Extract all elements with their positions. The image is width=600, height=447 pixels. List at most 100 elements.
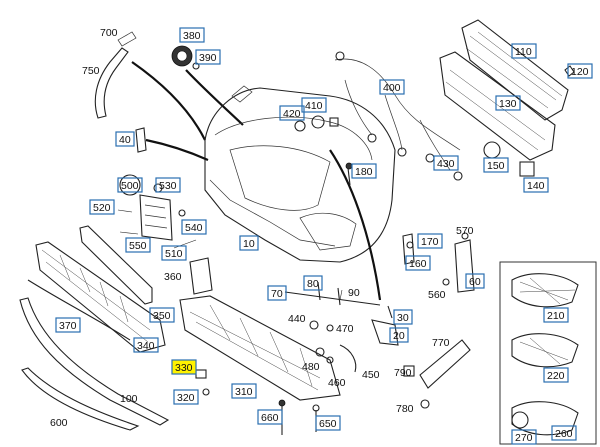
svg-text:540: 540 [185, 222, 203, 234]
svg-text:520: 520 [93, 202, 111, 214]
label-700: 700 [100, 27, 118, 39]
svg-text:510: 510 [165, 248, 183, 260]
bracket-770 [403, 339, 471, 409]
svg-text:390: 390 [199, 52, 217, 64]
label-220[interactable]: 220 [543, 367, 569, 383]
label-600: 600 [50, 417, 68, 429]
label-60[interactable]: 60 [465, 273, 485, 289]
chrome-strip-600 [19, 297, 170, 431]
svg-text:530: 530 [159, 180, 177, 192]
label-150[interactable]: 150 [483, 157, 509, 173]
label-660[interactable]: 660 [257, 409, 283, 425]
svg-text:120: 120 [571, 66, 589, 78]
trim-strip-750 [94, 31, 137, 119]
label-130[interactable]: 130 [495, 95, 521, 111]
svg-text:410: 410 [305, 100, 323, 112]
label-780: 780 [396, 403, 414, 415]
label-510[interactable]: 510 [161, 245, 187, 261]
label-350[interactable]: 350 [149, 307, 175, 323]
label-320[interactable]: 320 [173, 389, 199, 405]
bracket-510 [173, 239, 197, 249]
label-260[interactable]: 260 [551, 425, 577, 441]
svg-text:270: 270 [515, 432, 533, 444]
label-380[interactable]: 380 [179, 27, 205, 43]
clip-20 [371, 305, 399, 346]
label-560: 560 [428, 289, 446, 301]
harness-400 [334, 51, 463, 181]
label-520[interactable]: 520 [89, 199, 115, 215]
strip-450 [339, 344, 357, 373]
label-410[interactable]: 410 [301, 97, 327, 113]
label-650[interactable]: 650 [315, 415, 341, 431]
label-400[interactable]: 400 [379, 79, 405, 95]
svg-text:380: 380 [183, 30, 201, 42]
svg-text:420: 420 [283, 108, 301, 120]
bracket-40 [135, 127, 147, 153]
label-310[interactable]: 310 [231, 383, 257, 399]
label-10[interactable]: 10 [239, 235, 259, 251]
svg-text:430: 430 [437, 158, 455, 170]
svg-text:210: 210 [547, 310, 565, 322]
svg-text:60: 60 [469, 276, 481, 288]
label-390[interactable]: 390 [195, 49, 221, 65]
svg-text:110: 110 [515, 46, 532, 58]
label-440: 440 [288, 313, 306, 325]
svg-text:150: 150 [487, 160, 505, 172]
svg-text:130: 130 [499, 98, 517, 110]
label-770: 770 [432, 337, 450, 349]
svg-text:170: 170 [421, 236, 439, 248]
label-340[interactable]: 340 [133, 337, 159, 353]
label-20[interactable]: 20 [389, 327, 409, 343]
label-550[interactable]: 550 [125, 237, 151, 253]
svg-text:350: 350 [153, 310, 171, 322]
svg-text:140: 140 [527, 180, 545, 192]
svg-text:660: 660 [261, 412, 279, 424]
bumper-cover-10 [204, 85, 396, 263]
label-80[interactable]: 80 [303, 275, 323, 291]
label-790: 790 [394, 367, 412, 379]
label-480: 480 [302, 361, 320, 373]
fasteners-center [309, 289, 343, 364]
label-170[interactable]: 170 [417, 233, 443, 249]
label-430[interactable]: 430 [433, 155, 459, 171]
inset-panel [499, 261, 597, 445]
label-210[interactable]: 210 [543, 307, 569, 323]
arrow-emblem [185, 69, 244, 126]
label-180[interactable]: 180 [351, 163, 377, 179]
undertray-310 [179, 295, 341, 401]
bracket-360 [189, 257, 213, 295]
svg-text:370: 370 [59, 320, 77, 332]
svg-text:500: 500 [121, 180, 139, 192]
label-370[interactable]: 370 [55, 317, 81, 333]
label-110[interactable]: 110 [511, 43, 537, 59]
svg-text:40: 40 [119, 134, 131, 146]
label-500[interactable]: 500 [117, 177, 143, 193]
label-40[interactable]: 40 [115, 131, 135, 147]
sensor-160 [402, 233, 415, 265]
label-450: 450 [362, 369, 380, 381]
svg-text:340: 340 [137, 340, 155, 352]
label-540[interactable]: 540 [181, 219, 207, 235]
label-140[interactable]: 140 [523, 177, 549, 193]
label-530[interactable]: 530 [155, 177, 181, 193]
arrow-trim [131, 61, 206, 141]
label-270[interactable]: 270 [511, 429, 537, 445]
label-30[interactable]: 30 [393, 309, 413, 325]
arrow-bumper-lower [329, 149, 382, 301]
label-120[interactable]: 120 [567, 63, 593, 79]
label-90: 90 [348, 287, 360, 299]
rod-70 [284, 281, 381, 306]
svg-text:10: 10 [243, 238, 255, 250]
svg-text:320: 320 [177, 392, 195, 404]
label-330[interactable]: 330 [171, 359, 197, 375]
label-100: 100 [120, 393, 138, 405]
svg-text:20: 20 [393, 330, 405, 342]
label-420[interactable]: 420 [279, 105, 305, 121]
label-70[interactable]: 70 [267, 285, 287, 301]
label-160[interactable]: 160 [405, 255, 431, 271]
sensor-410 [294, 115, 339, 132]
svg-text:160: 160 [409, 258, 427, 270]
bracket-60 [442, 232, 475, 293]
